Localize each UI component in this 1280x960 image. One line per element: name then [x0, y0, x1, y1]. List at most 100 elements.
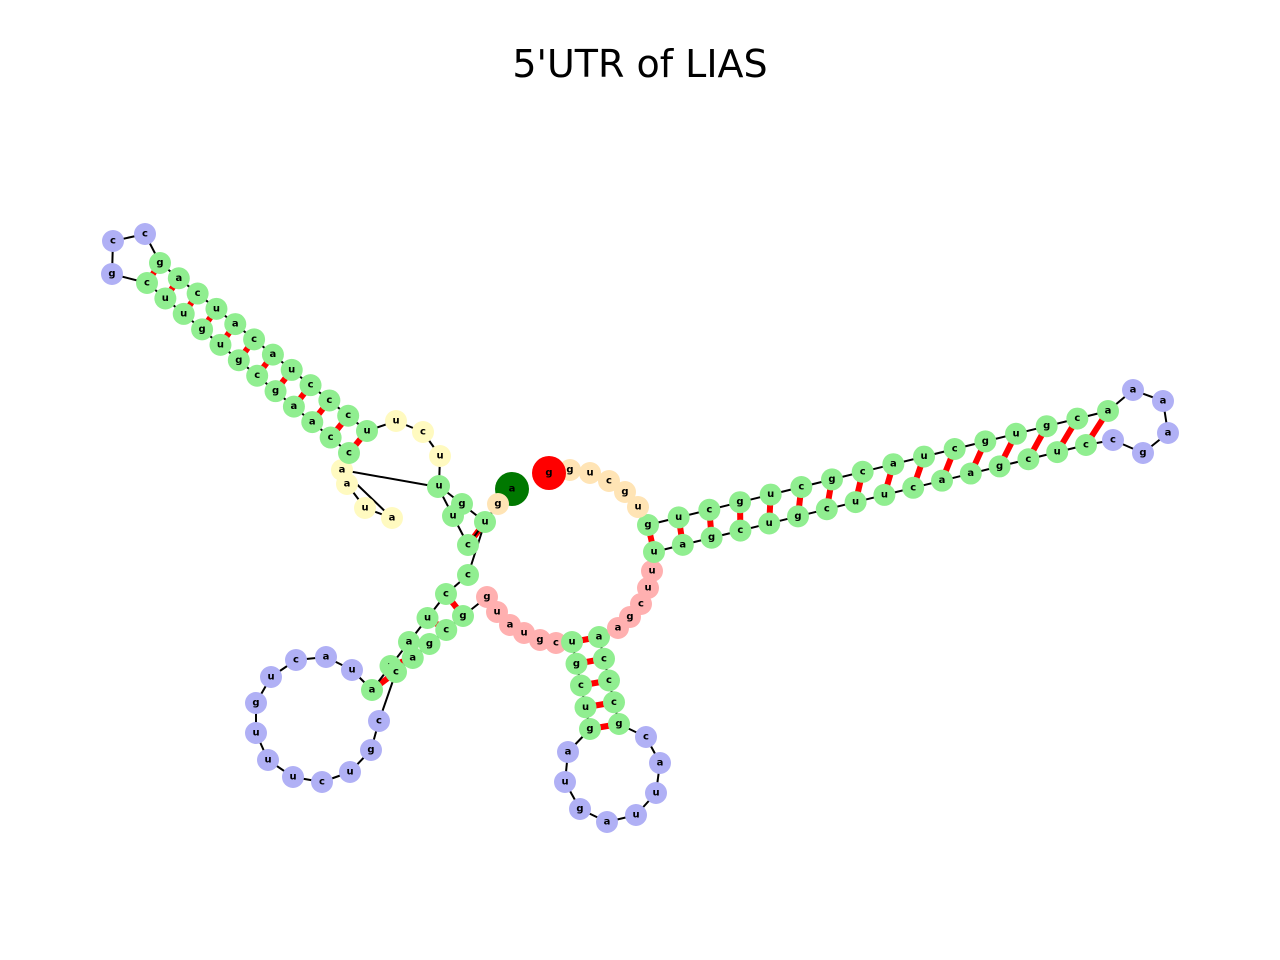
nucleotide-letter: g	[615, 719, 622, 730]
nucleotide-letter: u	[767, 489, 774, 500]
nucleotide-letter: a	[339, 465, 346, 476]
nucleotide-letter: a	[369, 685, 376, 696]
nucleotide: a	[596, 811, 618, 833]
nucleotide-circle	[844, 491, 867, 514]
nucleotide: u	[474, 511, 496, 533]
nucleotide-letter: a	[270, 349, 277, 360]
nucleotide-letter: u	[648, 566, 655, 577]
nucleotide-letter: u	[435, 481, 442, 492]
nucleotide-circle	[354, 497, 376, 519]
nucleotide-circle	[319, 426, 342, 449]
nucleotide-letter: c	[110, 236, 116, 247]
nucleotide: u	[339, 761, 361, 783]
nucleotide-circle	[625, 804, 647, 826]
nucleotide: c	[319, 426, 342, 449]
nucleotide-circle	[337, 404, 360, 427]
nucleotide-letter: c	[465, 570, 471, 581]
nucleotide: c	[635, 726, 657, 748]
nucleotide-circle	[282, 395, 305, 418]
nucleotide-circle	[435, 619, 458, 641]
nucleotide: c	[412, 421, 434, 443]
nucleotide-letter: g	[996, 461, 1003, 472]
nucleotide: g	[245, 692, 267, 714]
nucleotide-letter: u	[632, 810, 639, 821]
nucleotide-letter: c	[254, 370, 260, 381]
nucleotide: g	[418, 633, 441, 655]
nucleotide-letter: g	[426, 639, 433, 650]
nucleotide-letter: u	[392, 416, 399, 427]
nucleotide-circle	[851, 460, 874, 483]
nucleotide-circle	[1035, 415, 1058, 438]
nucleotide-circle	[873, 483, 896, 506]
nucleotide-letter: u	[264, 755, 271, 766]
nucleotide-circle	[649, 752, 671, 774]
nucleotide: u	[385, 410, 407, 432]
nucleotide: u	[554, 771, 576, 793]
nucleotide-circle	[557, 741, 579, 763]
nucleotide-letter: a	[1130, 385, 1137, 396]
nucleotide: g	[101, 263, 123, 285]
nucleotide-letter: g	[272, 386, 279, 397]
nucleotide: u	[429, 445, 451, 467]
nucleotide-circle	[361, 679, 383, 701]
nucleotide-circle	[1152, 390, 1174, 412]
nucleotide: c	[243, 328, 266, 351]
nucleotide-letter: c	[553, 638, 559, 649]
nucleotide-letter: c	[251, 334, 257, 345]
nucleotide-circle	[451, 493, 473, 515]
nucleotide: c	[851, 460, 874, 483]
nucleotide: c	[790, 476, 813, 498]
nucleotide-circle	[429, 445, 451, 467]
nucleotide-circle	[154, 287, 177, 310]
nucleotide-letter: c	[606, 476, 612, 487]
nucleotide-letter: c	[326, 395, 332, 406]
nucleotide: g	[1035, 415, 1058, 438]
nucleotide-letter: u	[346, 767, 353, 778]
nucleotide-letter: c	[1025, 454, 1031, 465]
nucleotide: a	[301, 411, 324, 434]
nucleotide-circle	[608, 713, 630, 735]
nucleotide: a	[361, 679, 383, 701]
nucleotide-circle	[645, 782, 667, 804]
nucleotide-circle	[1075, 434, 1097, 456]
nucleotide-circle	[588, 626, 610, 648]
nucleotide-circle	[902, 476, 925, 499]
nucleotide-letter: u	[363, 426, 370, 437]
nucleotide-circle	[759, 483, 782, 506]
nucleotide-circle	[186, 282, 209, 305]
nucleotide-letter: u	[481, 517, 488, 528]
three-prime-end: g	[532, 456, 566, 490]
nucleotide-letter: c	[465, 540, 471, 551]
nucleotide: a	[882, 453, 905, 476]
nucleotide-letter: g	[828, 474, 835, 485]
nucleotide: c	[311, 771, 333, 793]
nucleotide-letter: g	[367, 745, 374, 756]
nucleotide-letter: g	[235, 355, 242, 366]
nucleotide-circle	[261, 343, 284, 366]
nucleotide-circle	[299, 374, 322, 397]
nucleotide-circle	[246, 364, 269, 387]
nucleotide-letter: u	[267, 672, 274, 683]
nucleotide: a	[224, 313, 247, 336]
nucleotide-circle	[959, 462, 982, 485]
nucleotide-letter: g	[536, 635, 543, 646]
nucleotide: g	[614, 481, 636, 503]
nucleotide-circle	[102, 230, 124, 252]
nucleotide-circle	[243, 328, 266, 351]
nucleotide: a	[959, 462, 982, 485]
nucleotide-letter: g	[108, 269, 115, 280]
nucleotide-letter: u	[289, 772, 296, 783]
nucleotide: g	[360, 739, 382, 761]
nucleotide: c	[1102, 429, 1124, 451]
nucleotide-letter: c	[195, 288, 201, 299]
nucleotide-letter: a	[1105, 406, 1112, 417]
nucleotide-letter: a	[232, 319, 239, 330]
nucleotide-circle	[614, 481, 636, 503]
nucleotide-circle	[368, 710, 390, 732]
nucleotide: u	[913, 445, 935, 468]
nucleotide: g	[191, 318, 214, 341]
nucleotide: u	[873, 483, 896, 506]
nucleotide: a	[336, 473, 358, 495]
nucleotide-letter: c	[860, 466, 866, 477]
nucleotide: u	[844, 491, 867, 514]
